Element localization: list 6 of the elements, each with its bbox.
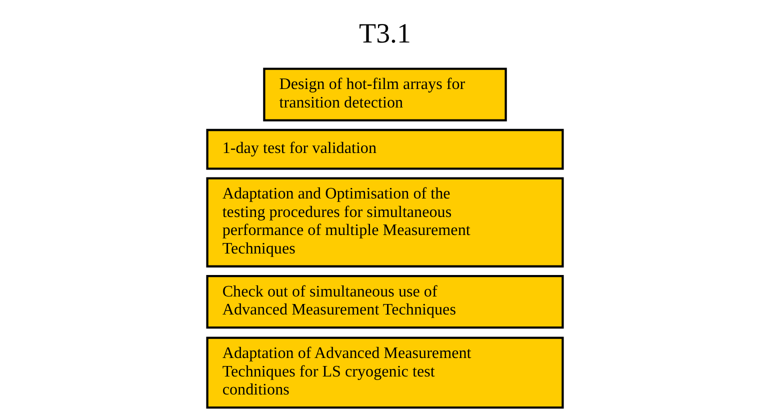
node-box: Check out of simultaneous use of Advanced Measurement Techniques: [206, 274, 564, 329]
node-box: Adaptation of Advanced Measurement Techniques for LS cryogenic test conditions: [206, 336, 564, 409]
node-box: 1-day test for validation: [206, 128, 564, 170]
node-box: Design of hot-film arrays for transition detection: [262, 68, 506, 122]
node-box: Adaptation and Optimisation of the testing procedures for simultaneous performance of multiple Measurement Techniques: [206, 177, 564, 268]
label: T3.1: [358, 18, 410, 50]
